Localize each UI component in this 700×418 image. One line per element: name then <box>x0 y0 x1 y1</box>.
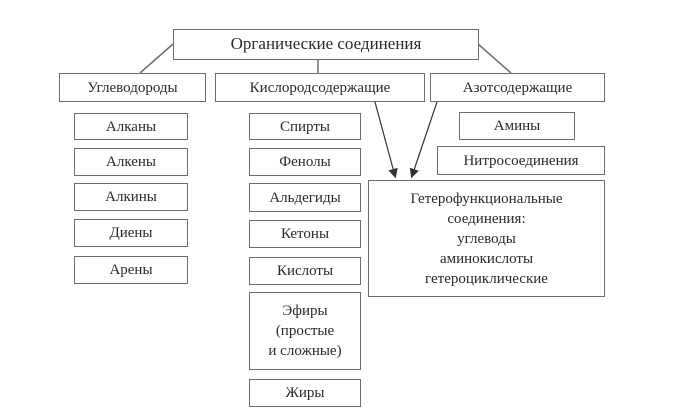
item-alcohols: Спирты <box>249 113 361 140</box>
esters-line-2: (простые <box>275 323 335 339</box>
hetero-line-5: гетероциклические <box>425 270 548 287</box>
line-root-to-hydrocarbons <box>139 43 174 74</box>
item-acids: Кислоты <box>249 257 361 285</box>
item-esters: Эфиры (простые и сложные) <box>249 292 361 370</box>
root-node: Органические соединения <box>173 29 479 60</box>
item-alkanes: Алканы <box>74 113 188 140</box>
item-amines: Амины <box>459 112 575 140</box>
item-arenes: Арены <box>74 256 188 284</box>
hetero-line-1: Гетерофункциональные <box>410 190 563 207</box>
hetero-line-2: соединения: <box>447 210 526 227</box>
item-alkenes: Алкены <box>74 148 188 176</box>
esters-line-1: Эфиры <box>282 303 328 319</box>
line-root-to-nitrogen <box>477 43 512 74</box>
arrow-oxygen-to-hetero <box>374 101 398 179</box>
category-oxygen: Кислородсодержащие <box>215 73 425 102</box>
item-dienes: Диены <box>74 219 188 247</box>
item-nitro-compounds: Нитросоединения <box>437 146 605 175</box>
category-hydrocarbons: Углеводороды <box>59 73 206 102</box>
hetero-line-4: аминокислоты <box>439 250 534 267</box>
item-fats: Жиры <box>249 379 361 407</box>
item-aldehydes: Альдегиды <box>249 183 361 212</box>
arrow-nitrogen-to-hetero <box>409 101 438 179</box>
item-phenols: Фенолы <box>249 148 361 176</box>
item-ketones: Кетоны <box>249 220 361 248</box>
hetero-line-3: углеводы <box>457 230 516 247</box>
heterofunctional-node: Гетерофункциональные соединения: углевод… <box>368 180 605 297</box>
esters-line-3: и сложные) <box>268 343 342 359</box>
item-alkynes: Алкины <box>74 183 188 211</box>
category-nitrogen: Азотсодержащие <box>430 73 605 102</box>
